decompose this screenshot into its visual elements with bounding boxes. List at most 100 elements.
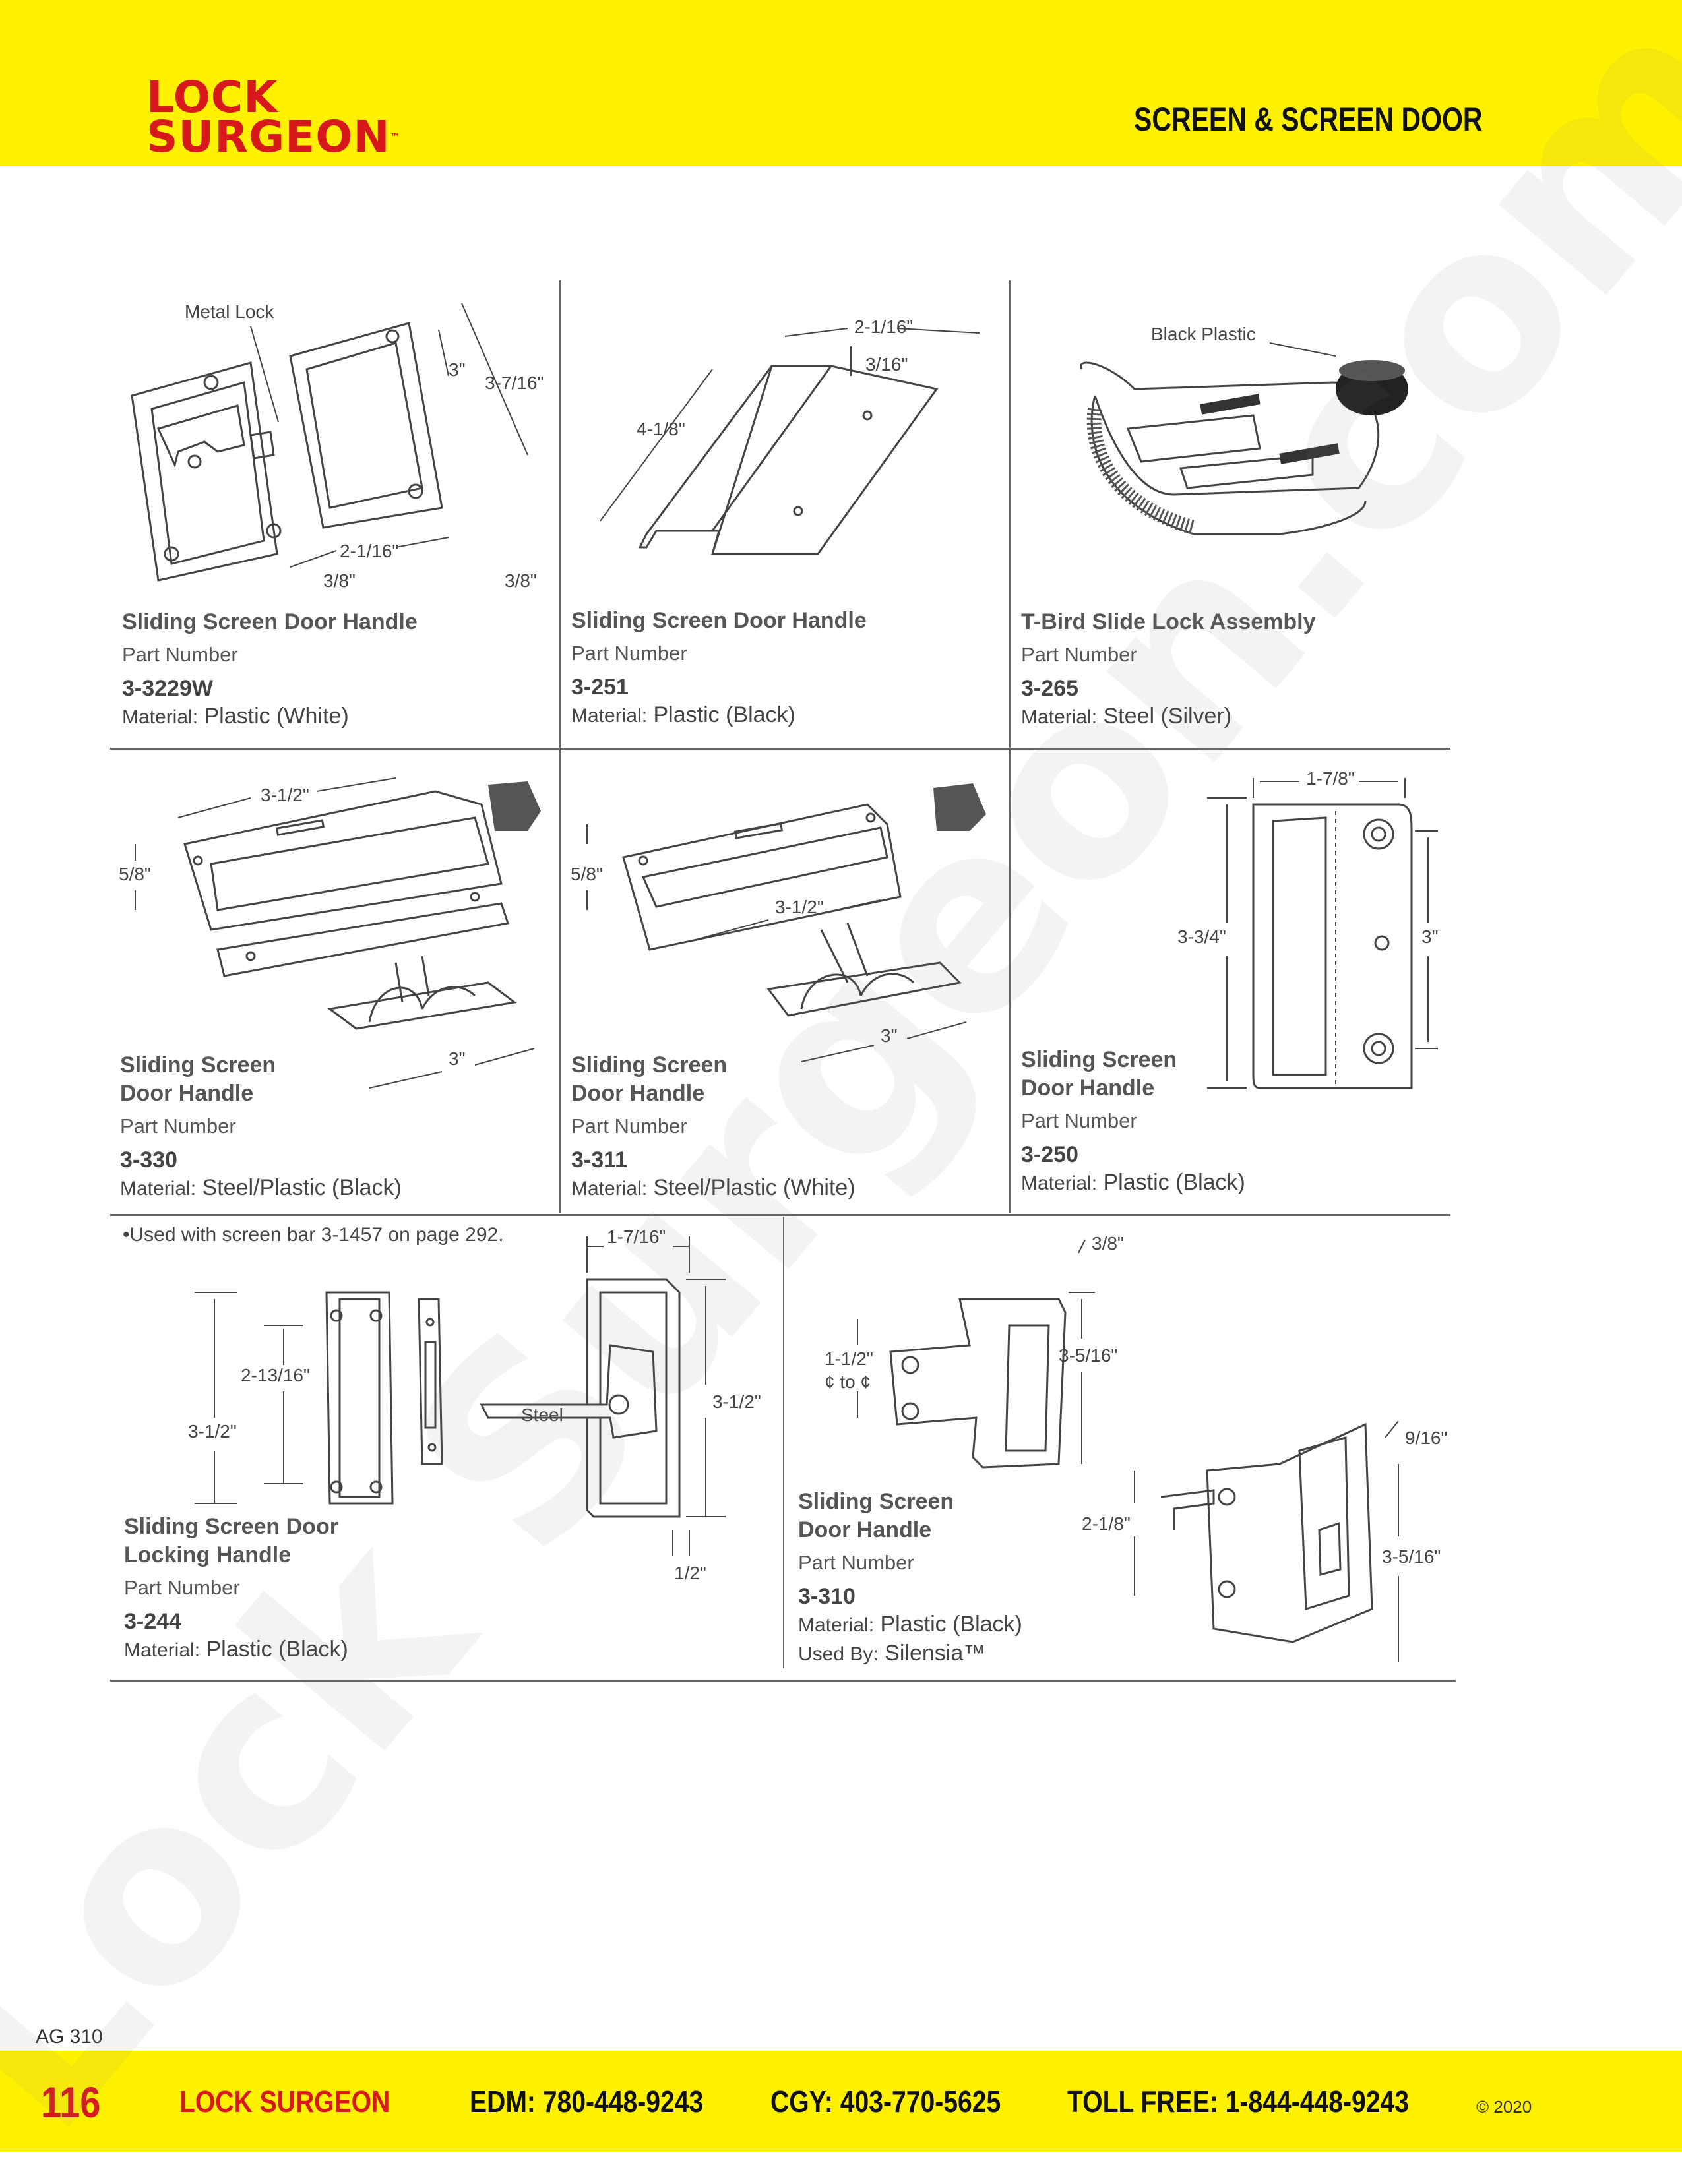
product-illustration: 3/8" 1-1/2" ¢ to ¢ 3-5/16" 9/16" 2-1/8" … [825,1233,1447,1662]
page-header: LOCK SURGEON™ SCREEN & SCREEN DOOR [0,0,1682,166]
slider-cap-icon [933,783,986,831]
dim-label: Steel [521,1405,563,1425]
dim-label: 3-5/16" [1059,1345,1117,1366]
handle-rail-icon [216,902,509,977]
dim-label: ¢ to ¢ [825,1372,871,1392]
grid-divider [110,1680,1456,1682]
handle-front-icon [325,1291,394,1505]
part-number: 3-310 [798,1584,856,1609]
material: Material: Steel/Plastic (White) [571,1175,856,1200]
dim-label: 3-7/16" [485,373,544,393]
dim-label: 3/16" [865,354,908,375]
dim-label: 1-7/16" [607,1227,666,1247]
handle-body-icon [1252,803,1413,1089]
phone-toll-free: TOLL FREE: 1-844-448-9243 [1067,2084,1409,2119]
usage-note: •Used with screen bar 3-1457 on page 292… [123,1224,504,1246]
product-card-3-244: Sliding Screen Door Locking Handle Part … [124,1513,348,1664]
product-illustration: 1-7/16" 2-13/16" 3-1/2" Steel 3-1/2" 1/2… [188,1227,761,1583]
dim-label: 3-5/16" [1382,1546,1441,1567]
grid-divider [110,748,1450,750]
dim-label: 2-1/16" [340,541,398,561]
dim-label: 2-1/16" [854,317,913,337]
product-name-line-1: Sliding Screen [571,1052,728,1077]
dim-label: 1-7/8" [1306,768,1355,789]
dim-label: 3/8" [323,570,356,591]
material: Material: Plastic (Black) [571,702,795,727]
product-card-3-311: Sliding Screen Door Handle Part Number 3… [571,1051,856,1203]
product-card-3-265: T-Bird Slide Lock Assembly Part Number 3… [1021,608,1316,731]
section-title: SCREEN & SCREEN DOOR [1134,101,1483,138]
used-by: Used By: Silensia™ [798,1641,986,1666]
product-illustration: Metal Lock 3" 3-7/16" 2-1/16" 3/8" 3/8" [131,301,544,591]
copyright: © 2020 [1476,2097,1532,2117]
footer-brand: LOCK SURGEON [179,2084,390,2119]
product-name: Sliding Screen Door Handle [571,608,867,633]
grid-divider [110,1214,1450,1216]
product-name-line-1: Sliding Screen Door [124,1514,338,1539]
part-number: 3-251 [571,675,629,700]
product-illustration: 5/8" 3-1/2" 3" [571,783,986,1062]
dim-label: 9/16" [1405,1428,1447,1448]
part-number-label: Part Number [124,1576,240,1599]
grid-divider [1009,280,1011,1213]
dim-label: 3" [881,1025,898,1046]
part-number: 3-265 [1021,676,1078,701]
latch-clip-icon [327,956,517,1030]
product-card-3-250: Sliding Screen Door Handle Part Number 3… [1021,1046,1245,1198]
handle-front-icon [889,1298,1067,1469]
dim-label: 1/2" [674,1563,706,1583]
dim-label: 5/8" [571,864,603,884]
dim-label: 5/8" [119,864,151,884]
product-name-line-1: Sliding Screen [798,1489,954,1514]
part-number: 3-3229W [122,676,213,701]
product-name-line-1: Sliding Screen [1021,1047,1177,1072]
part-number-label: Part Number [798,1551,914,1574]
part-number-label: Part Number [122,643,238,666]
dim-label: 3-1/2" [775,897,824,917]
product-illustration: 1-7/8" 3-3/4" 3" [1177,768,1439,1089]
product-name-line-1: Sliding Screen [120,1052,276,1077]
dim-label: 4-1/8" [637,419,685,439]
part-number: 3-330 [120,1147,177,1172]
lock-surgeon-logo: LOCK SURGEON™ [146,76,400,162]
tbird-slide-lock-icon [1080,360,1408,535]
material: Material: Plastic (Black) [124,1637,348,1662]
dim-label: 2-13/16" [241,1365,310,1385]
product-name-line-2: Door Handle [1021,1076,1155,1101]
part-number: 3-244 [124,1609,181,1634]
logo-line-2: SURGEON™ [146,111,400,162]
dim-label: 3-1/2" [261,785,309,805]
part-number-label: Part Number [120,1114,236,1138]
product-illustration: 3-1/2" 5/8" 3" [119,777,541,1089]
part-number-label: Part Number [571,642,687,665]
material: Material: Plastic (Black) [1021,1170,1245,1195]
steel-lock-handle-icon [480,1278,681,1518]
handle-right-icon [289,322,443,529]
product-name-line-2: Door Handle [120,1081,254,1106]
product-card-3-3229w: Sliding Screen Door Handle Part Number 3… [122,608,418,731]
strike-plate-icon [418,1298,443,1465]
dim-label: 3-3/4" [1177,926,1226,947]
material: Material: Plastic (Black) [798,1612,1022,1637]
dim-label: Black Plastic [1151,324,1256,344]
handle-channel-icon [638,365,939,555]
page-number: 116 [41,2078,101,2127]
phone-cgy: CGY: 403-770-5625 [770,2084,1001,2119]
part-number-label: Part Number [1021,1109,1137,1132]
page-footer: 116 LOCK SURGEON EDM: 780-448-9243 CGY: … [0,2051,1682,2152]
dim-label: Metal Lock [185,301,274,322]
dim-label: 3-1/2" [188,1421,237,1441]
part-number: 3-311 [571,1147,628,1172]
dim-label: 1-1/2" [825,1349,873,1369]
product-card-3-251: Sliding Screen Door Handle Part Number 3… [571,607,867,730]
dim-label: 3/8" [505,570,537,591]
product-name-line-2: Locking Handle [124,1542,292,1567]
product-name: Sliding Screen Door Handle [122,609,418,634]
dim-label: 3" [449,1048,466,1069]
part-number-label: Part Number [1021,643,1137,666]
handle-plate-icon [622,803,902,951]
dim-label: 3/8" [1092,1233,1124,1254]
product-card-3-310: Sliding Screen Door Handle Part Number 3… [798,1488,1022,1668]
part-number: 3-250 [1021,1142,1078,1167]
product-name-line-2: Door Handle [798,1517,932,1542]
